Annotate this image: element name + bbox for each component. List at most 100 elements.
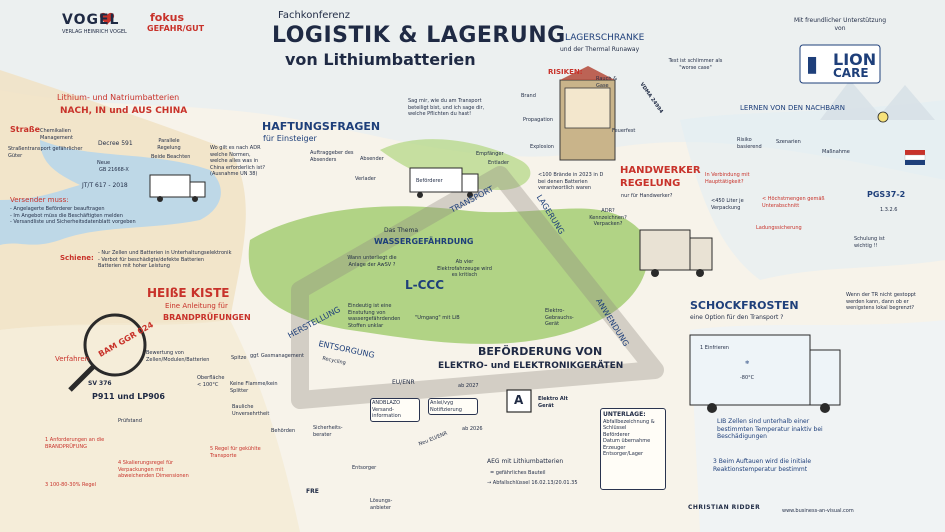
lager-title: LAGERSCHRANKE (565, 33, 645, 43)
jt-label: JT/T 617 - 2018 (82, 182, 128, 189)
risiko-label: Risiko basierend (737, 137, 762, 150)
haftung-title: HAFTUNGSFRAGEN (262, 120, 381, 133)
wasser-lcc: L-CCC (405, 278, 445, 292)
decree-label: Decree 591 (98, 140, 133, 147)
china-title-line1: Lithium- und Natriumbatterien (57, 93, 180, 102)
kiste-item-3: 3 100-80-30% Regel (45, 482, 96, 488)
adr-question: Wo gilt es nach ADR welche Normen, welch… (210, 145, 265, 177)
schock-title: SCHOCKFROSTEN (690, 299, 799, 312)
haftung-question: Sag mir, wie du am Transport beteiligt b… (408, 98, 485, 117)
kiste-subtitle: Eine Anleitung für (165, 302, 228, 310)
schiene-item: - Verbot für beschädigte/defekte Batteri… (98, 256, 204, 263)
andblazo-box: ANDBLAZO Versand-information (370, 398, 420, 422)
risiken-label: RISIKEN: (548, 68, 583, 76)
hw-sub: nur für Handwerker? (621, 193, 673, 199)
kiste-subtitle-2: BRANDPRÜFUNGEN (163, 313, 251, 322)
fokus-sub: GEFAHR/GUT (147, 24, 205, 33)
nachbarn-title: LERNEN VON DEN NACHBARN (740, 104, 845, 112)
kiste-bewertung: Bewertung von Zellen/Modulen/Batterien (146, 350, 210, 363)
unterlage-item: Erzeuger (603, 444, 626, 451)
hw-menge: <450 Liter je Verpackung (711, 198, 744, 211)
sponsor-logo-line2: CARE (833, 66, 869, 80)
ab2026-label: ab 2026 (462, 426, 483, 432)
befoerderer-label: Beförderer (416, 178, 443, 184)
eu-label: EU/ENR (392, 379, 415, 386)
stakeholder-label: Behörden (271, 428, 296, 434)
pgs-number: 1.3.2.6 (880, 207, 898, 213)
kiste-item-4: 4 Skalierungsregel für Verpackungen mit … (118, 460, 189, 479)
strassentransport-label: Straßentransport gefährlicher Güter (8, 146, 83, 159)
hw-hoechst: < Höchstmengen gemäß Unterabschnitt (762, 196, 825, 209)
publisher-logo: VOGEL (62, 12, 120, 28)
stakeholder-label: Sicherheits-berater (313, 425, 343, 438)
hw-bedingung: In Verbindung mit Haupttätigkeit? (705, 172, 750, 185)
schock-p1: LIB Zellen sind unterhalb einer bestimmt… (717, 418, 823, 440)
chem-management: Chemikalien Management (40, 128, 73, 141)
elektro-gebrauch: Elektro-Gebrauchs-Gerät (545, 308, 574, 327)
versender-item: - Versandliste und Sicherheitsdatenblatt… (10, 219, 136, 225)
feuerfest-label: Feuerfest (612, 128, 636, 134)
kiste-pruefstand: Prüfstand (118, 418, 142, 424)
battery-a-icon: A (514, 393, 524, 407)
verlader-label: Verlader (355, 176, 376, 182)
rauch-label: Rauch & Gase (596, 76, 618, 89)
aeg-line1: AEG mit Lithiumbatterien (487, 458, 564, 465)
artist-signature: CHRISTIAN RIDDER (688, 504, 761, 511)
versender-list: - Angelagerte Beförderer beauftragen - I… (10, 206, 155, 226)
unterlage-box: UNTERLAGE: Abfallbezeichnung & Schlüssel… (600, 408, 666, 490)
artist-url: www.business-an-visual.com (782, 508, 854, 514)
fokus-label: fokus (150, 11, 185, 24)
neue-label: Neue (97, 160, 111, 166)
absender-label: Absender (360, 156, 384, 162)
pgs-label: PGS37-2 (867, 190, 906, 199)
page-title: LOGISTIK & LAGERUNG (272, 23, 566, 48)
kiste-item-5: 5 Regel für gekühlte Transporte (210, 446, 261, 459)
brand-label: Brand (521, 93, 536, 99)
kiste-item-1: 1 Anforderungen an die BRANDPRÜFUNG (45, 437, 105, 450)
unterlage-item: Datum übernahme (603, 438, 651, 444)
kiste-bauliche: Bauliche Unversehrtheit (232, 404, 270, 417)
kiste-title: HEIßE KISTE (147, 286, 230, 300)
page-subtitle: von Lithiumbatterien (285, 50, 476, 69)
unterlage-item: Entsorger/Lager (603, 451, 644, 457)
sponsor-logo-line1: LION (833, 50, 877, 69)
sponsor-note: Mit freundlicher Unterstützung von (793, 17, 887, 32)
schiene-item: - Nur Zellen und Batterien in Unterhaltu… (98, 250, 232, 256)
schock-einfrieren: 1 Einfrieren (700, 345, 729, 351)
kiste-p911: P911 und LP906 (92, 392, 165, 401)
unterlage-item: Beförderer (603, 431, 630, 438)
schock-subtitle: eine Option für den Transport ? (690, 314, 784, 321)
lager-subtitle: und der Thermal Runaway (560, 46, 640, 53)
wasser-umgang: "Umgang" mit LiB (415, 315, 460, 321)
schock-tr: Wenn der TR nicht gestoppt werden kann, … (846, 292, 916, 311)
beide-label: Beide Beachten (151, 154, 191, 160)
wasser-q1: Wann unterliegt die Anlage der AwSV ? (347, 255, 397, 268)
hw-title-2: REGELUNG (620, 178, 681, 189)
schiene-item: Batterien mit hoher Leistung (98, 263, 170, 269)
parallele-label: Parallele Regelung (157, 138, 181, 151)
wasser-title-2: WASSERGEFÄHRDUNG (374, 237, 474, 246)
event-kind: Fachkonferenz (278, 10, 350, 21)
entlader-label: Entlader (488, 160, 510, 166)
china-title-line2: NACH, IN und AUS CHINA (60, 106, 188, 116)
gb-label: GB 21668-X (99, 167, 129, 173)
schock-temp: -80°C (740, 375, 755, 381)
kiste-sv376: SV 376 (88, 380, 112, 387)
aeg-line3: → Abfallschlüssel 16.02.13/20.01.35 (487, 480, 578, 486)
hw-schulung: Schulung ist wichtig !! (854, 236, 885, 249)
lager-bubble: Test ist schlimmer als "worse case" (668, 58, 723, 71)
foerderung-title-2: ELEKTRO- und ELEKTRONIKGERÄTEN (438, 361, 624, 371)
snowflake-icon: ❄ (745, 360, 750, 366)
propagation-label: Propagation (523, 117, 553, 123)
unterlage-item: Abfallbezeichnung & Schlüssel (603, 418, 655, 432)
elektro-alt-label: Elektro Alt Gerät (538, 396, 568, 409)
versender-label: Versender muss: (10, 196, 69, 204)
kiste-spitze: Spitze (231, 355, 247, 361)
empfaenger-label: Empfänger (476, 151, 504, 157)
hw-ladung: Ladungssicherung (756, 225, 802, 231)
battery-icon: ▮ (806, 52, 819, 77)
explosion-label: Explosion (530, 144, 554, 150)
versender-item: - Im Angebot müss die Beschäftigten meld… (10, 212, 123, 219)
versender-item: - Angelagerte Beförderer beauftragen (10, 206, 105, 212)
